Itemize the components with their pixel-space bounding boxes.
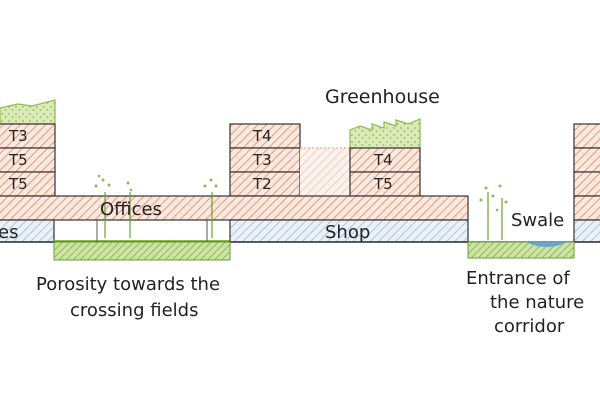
right-ground-unit [573, 219, 600, 243]
entrance-label-line1: Entrance of [466, 268, 570, 289]
left-unit-3 [0, 171, 56, 197]
greenhouse-label: Greenhouse [325, 86, 440, 108]
entrance-label-line2: the nature [490, 292, 584, 313]
middle-unit-2 [229, 147, 301, 173]
left-unit-3-label: T5 [8, 175, 28, 193]
plant-icon [104, 192, 213, 238]
nature-corridor-entrance [467, 184, 575, 259]
swale-label: Swale [511, 210, 564, 231]
right-building [573, 123, 600, 197]
left-unit-1 [0, 123, 56, 149]
offices-slab-right [573, 195, 600, 221]
entrance-label-line3: corridor [494, 316, 565, 337]
swale-water [526, 242, 568, 247]
middle-unit-1 [229, 123, 301, 149]
ground-green-left [53, 241, 231, 261]
porosity-label-line1: Porosity towards the [36, 274, 220, 295]
left-unit-2 [0, 147, 56, 173]
middle-right-unit-2-label: T5 [373, 175, 393, 193]
porosity-label-line2: crossing fields [70, 300, 198, 321]
left-cut-label: es [0, 222, 18, 243]
offices-label: Offices [100, 199, 162, 220]
left-unit-2-label: T5 [8, 151, 28, 169]
middle-unit-3-label: T2 [252, 175, 272, 193]
middle-unit-2-label: T3 [252, 151, 272, 169]
left-building: T3 T5 T5 [0, 99, 56, 197]
middle-right-unit-2 [349, 171, 421, 197]
connector-volume [300, 148, 350, 196]
plant-leaves-icon [94, 174, 218, 192]
offices-slab [0, 195, 469, 221]
middle-unit-1-label: T4 [252, 127, 272, 145]
greenhouse-roof [349, 118, 421, 149]
middle-right-unit-1-label: T4 [373, 151, 393, 169]
left-green-roof [0, 99, 56, 125]
middle-building: T4 T3 T2 T4 T5 [229, 118, 421, 197]
shop-label: Shop [325, 222, 370, 243]
left-unit-1-label: T3 [8, 127, 28, 145]
